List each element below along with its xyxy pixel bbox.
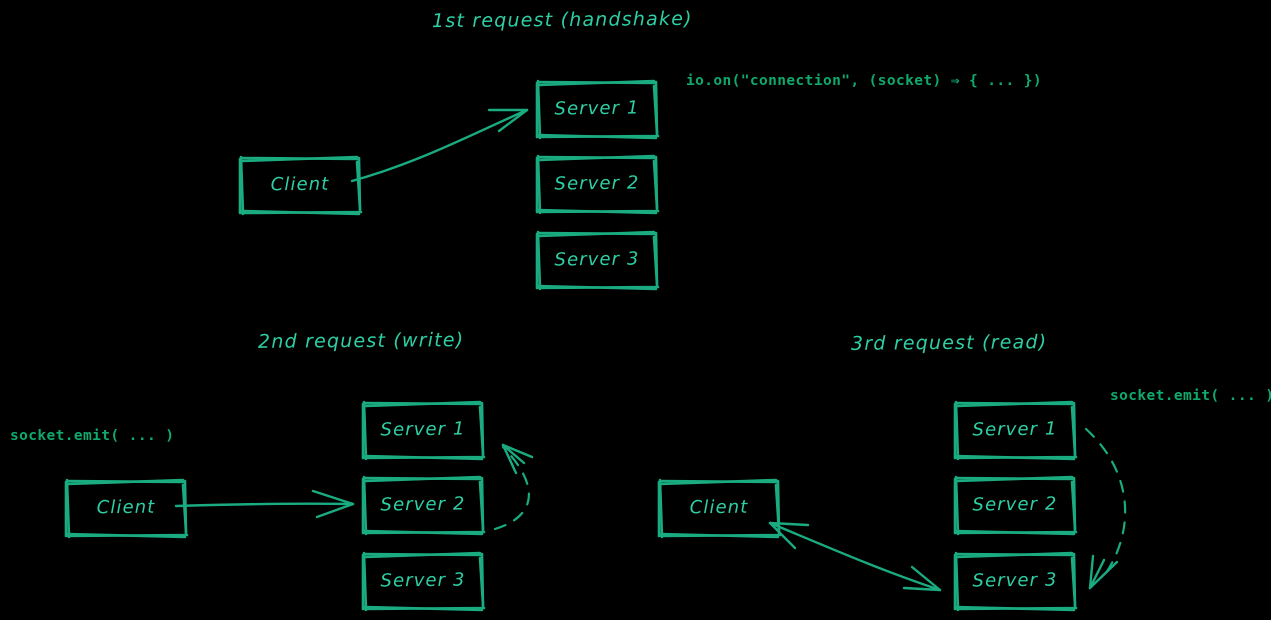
code-socket-emit-write: socket.emit( ... ) [10,428,175,444]
box-outline [64,478,189,539]
box-label: Server 3 [972,569,1058,592]
section-title-read: 3rd request (read) [850,331,1048,355]
box-server-3-handshake[interactable]: Server 3 [535,230,660,291]
box-label: Server 2 [554,172,640,195]
box-label: Server 1 [380,418,466,441]
box-outline [361,475,486,536]
box-label: Server 1 [972,418,1058,441]
arrow-server1-to-server3-read [1084,427,1127,578]
box-outline [953,551,1078,612]
box-outline [953,475,1078,536]
box-label: Server 1 [554,97,640,120]
box-server-3-read[interactable]: Server 3 [953,551,1078,612]
code-socket-emit-read: socket.emit( ... ) [1110,388,1271,404]
box-outline [657,478,782,539]
box-outline [361,551,486,612]
arrow-server1-to-server3-read-head [1088,554,1119,590]
section-title-handshake: 1st request (handshake) [431,7,693,33]
box-outline [535,230,660,291]
box-label: Server 2 [380,493,466,516]
box-label: Client [270,173,330,196]
box-server-1-handshake[interactable]: Server 1 [535,79,660,140]
arrow-server2-to-server1-write [493,445,530,531]
box-outline [953,400,1078,461]
box-outline [535,79,660,140]
box-client-read[interactable]: Client [657,478,782,539]
box-label: Client [96,496,156,519]
box-server-1-read[interactable]: Server 1 [953,400,1078,461]
box-outline [361,400,486,461]
box-server-3-write[interactable]: Server 3 [361,551,486,612]
box-server-1-write[interactable]: Server 1 [361,400,486,461]
box-outline [238,155,363,216]
box-label: Server 2 [972,493,1058,516]
code-io-on-connection: io.on("connection", (socket) ⇒ { ... }) [686,73,1043,89]
box-server-2-read[interactable]: Server 2 [953,475,1078,536]
box-client-handshake[interactable]: Client [238,155,363,216]
section-title-write: 2nd request (write) [257,329,465,353]
box-outline [535,154,660,215]
box-server-2-handshake[interactable]: Server 2 [535,154,660,215]
box-label: Server 3 [380,569,466,592]
arrow-client-to-server2-write [174,489,355,519]
box-client-write[interactable]: Client [64,478,189,539]
arrow-server2-to-server1-write-head [501,443,534,475]
box-server-2-write[interactable]: Server 2 [361,475,486,536]
box-label: Server 3 [554,248,640,271]
arrow-client-to-server3-read [768,521,942,592]
box-label: Client [689,496,749,519]
arrow-client-to-server1-handshake [350,108,529,183]
